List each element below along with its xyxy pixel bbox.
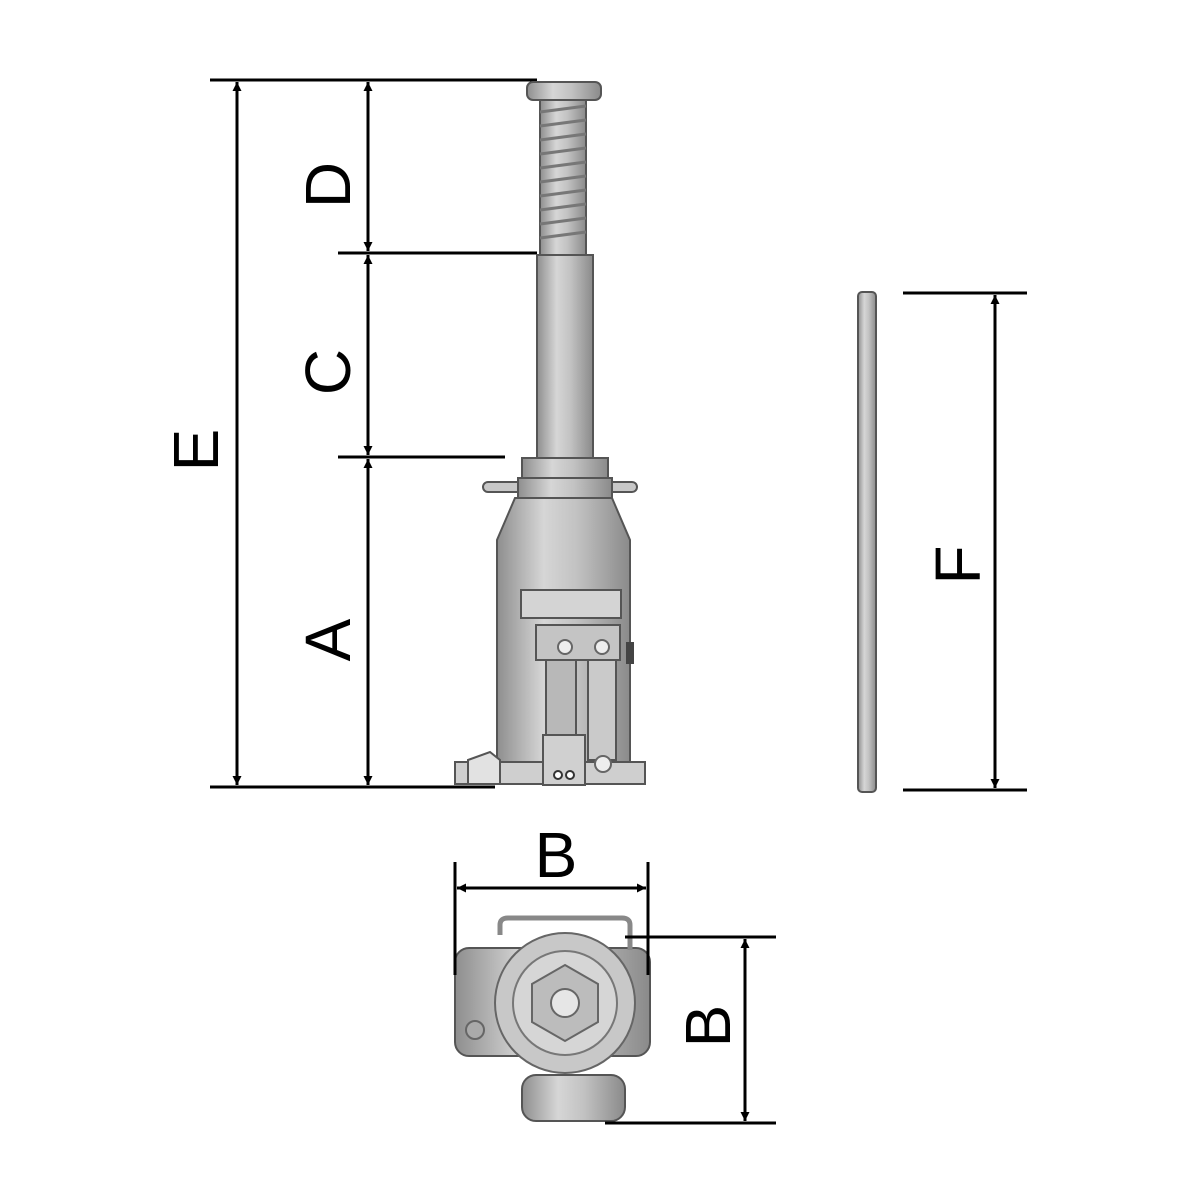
top-view-valve [465,1020,485,1040]
pump-socket [542,734,586,786]
screw-hole [565,770,575,780]
jack-top-view [454,915,651,1122]
top-nut [517,477,613,499]
pump-handle-view: F [857,291,1027,793]
bolt-icon [594,639,610,655]
pump-arm [587,659,617,761]
pump-plunger [545,659,577,741]
label-B-width: B [535,819,578,891]
screw-hole [553,770,563,780]
label-E: E [160,429,232,472]
saddle-head [526,81,602,101]
label-D: D [292,162,364,208]
label-B-depth: B [672,1005,744,1048]
bolt-icon [557,639,573,655]
top-view-pump-tube [521,1074,626,1122]
top-view-dimensions: B B [453,819,776,1125]
label-A: A [292,618,364,661]
pump-bracket [520,589,622,619]
bolt-icon [594,755,612,773]
pump-handle-rod [857,291,877,793]
side-view-dimensions: E D C A [160,78,537,789]
jack-side-view [454,81,646,786]
top-view-handle-loop [497,915,633,950]
ram-collar [521,457,609,479]
label-F: F [922,545,994,584]
screw-threads [539,104,587,240]
release-valve [626,642,634,664]
top-view-saddle-center [550,988,580,1018]
handle-socket [467,750,501,785]
label-C: C [292,349,364,395]
ram [536,254,594,461]
